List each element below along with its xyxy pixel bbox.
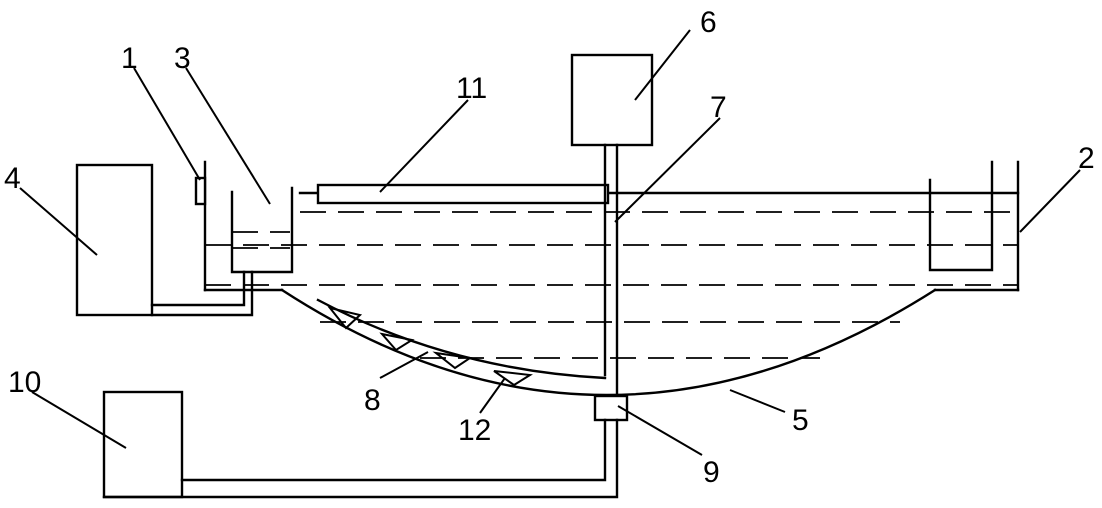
leader-10 (31, 391, 127, 449)
insert-2 (379, 332, 415, 352)
leader-1 (133, 67, 201, 181)
component-1-block (194, 176, 207, 206)
label-8: 8 (364, 384, 381, 417)
curved-bottom-inner (316, 298, 607, 380)
left-chamber-outline (230, 186, 294, 274)
label-2: 2 (1078, 142, 1095, 175)
component-11-rod (316, 183, 610, 205)
leader-3 (185, 67, 271, 205)
leader-2 (1019, 169, 1081, 233)
right-chamber-outline (928, 160, 994, 272)
label-10: 10 (8, 366, 41, 399)
right-chamber (928, 160, 994, 272)
label-11: 11 (456, 72, 487, 105)
leader-11 (379, 99, 469, 193)
leader-6 (634, 29, 691, 101)
component-9-valve (593, 394, 629, 422)
pipe-10-outer (102, 418, 619, 499)
left-small-chamber (230, 186, 294, 274)
label-5: 5 (792, 404, 809, 437)
leader-9 (617, 405, 703, 456)
insert-3 (432, 351, 473, 370)
insert-1 (327, 306, 363, 330)
label-4: 4 (4, 162, 21, 195)
component-4-box (75, 163, 154, 317)
component-6-box (570, 53, 654, 147)
water-levels (205, 211, 1018, 359)
pipe-10-inner (180, 418, 607, 482)
label-1: 1 (121, 42, 138, 75)
leader-4 (19, 187, 98, 256)
component-10-box (102, 390, 184, 499)
pipe-4-upper (150, 270, 246, 307)
leader-7 (614, 117, 721, 223)
label-9: 9 (703, 456, 720, 489)
pipe-4-lower (150, 270, 254, 317)
curved-bottom-outer (280, 288, 937, 397)
label-12: 12 (458, 414, 491, 447)
label-6: 6 (700, 6, 717, 39)
leader-12 (479, 377, 506, 414)
leader-5 (729, 389, 786, 413)
leader-lines (19, 29, 1081, 456)
label-7: 7 (710, 91, 727, 124)
leader-8 (379, 351, 429, 379)
label-3: 3 (174, 42, 191, 75)
